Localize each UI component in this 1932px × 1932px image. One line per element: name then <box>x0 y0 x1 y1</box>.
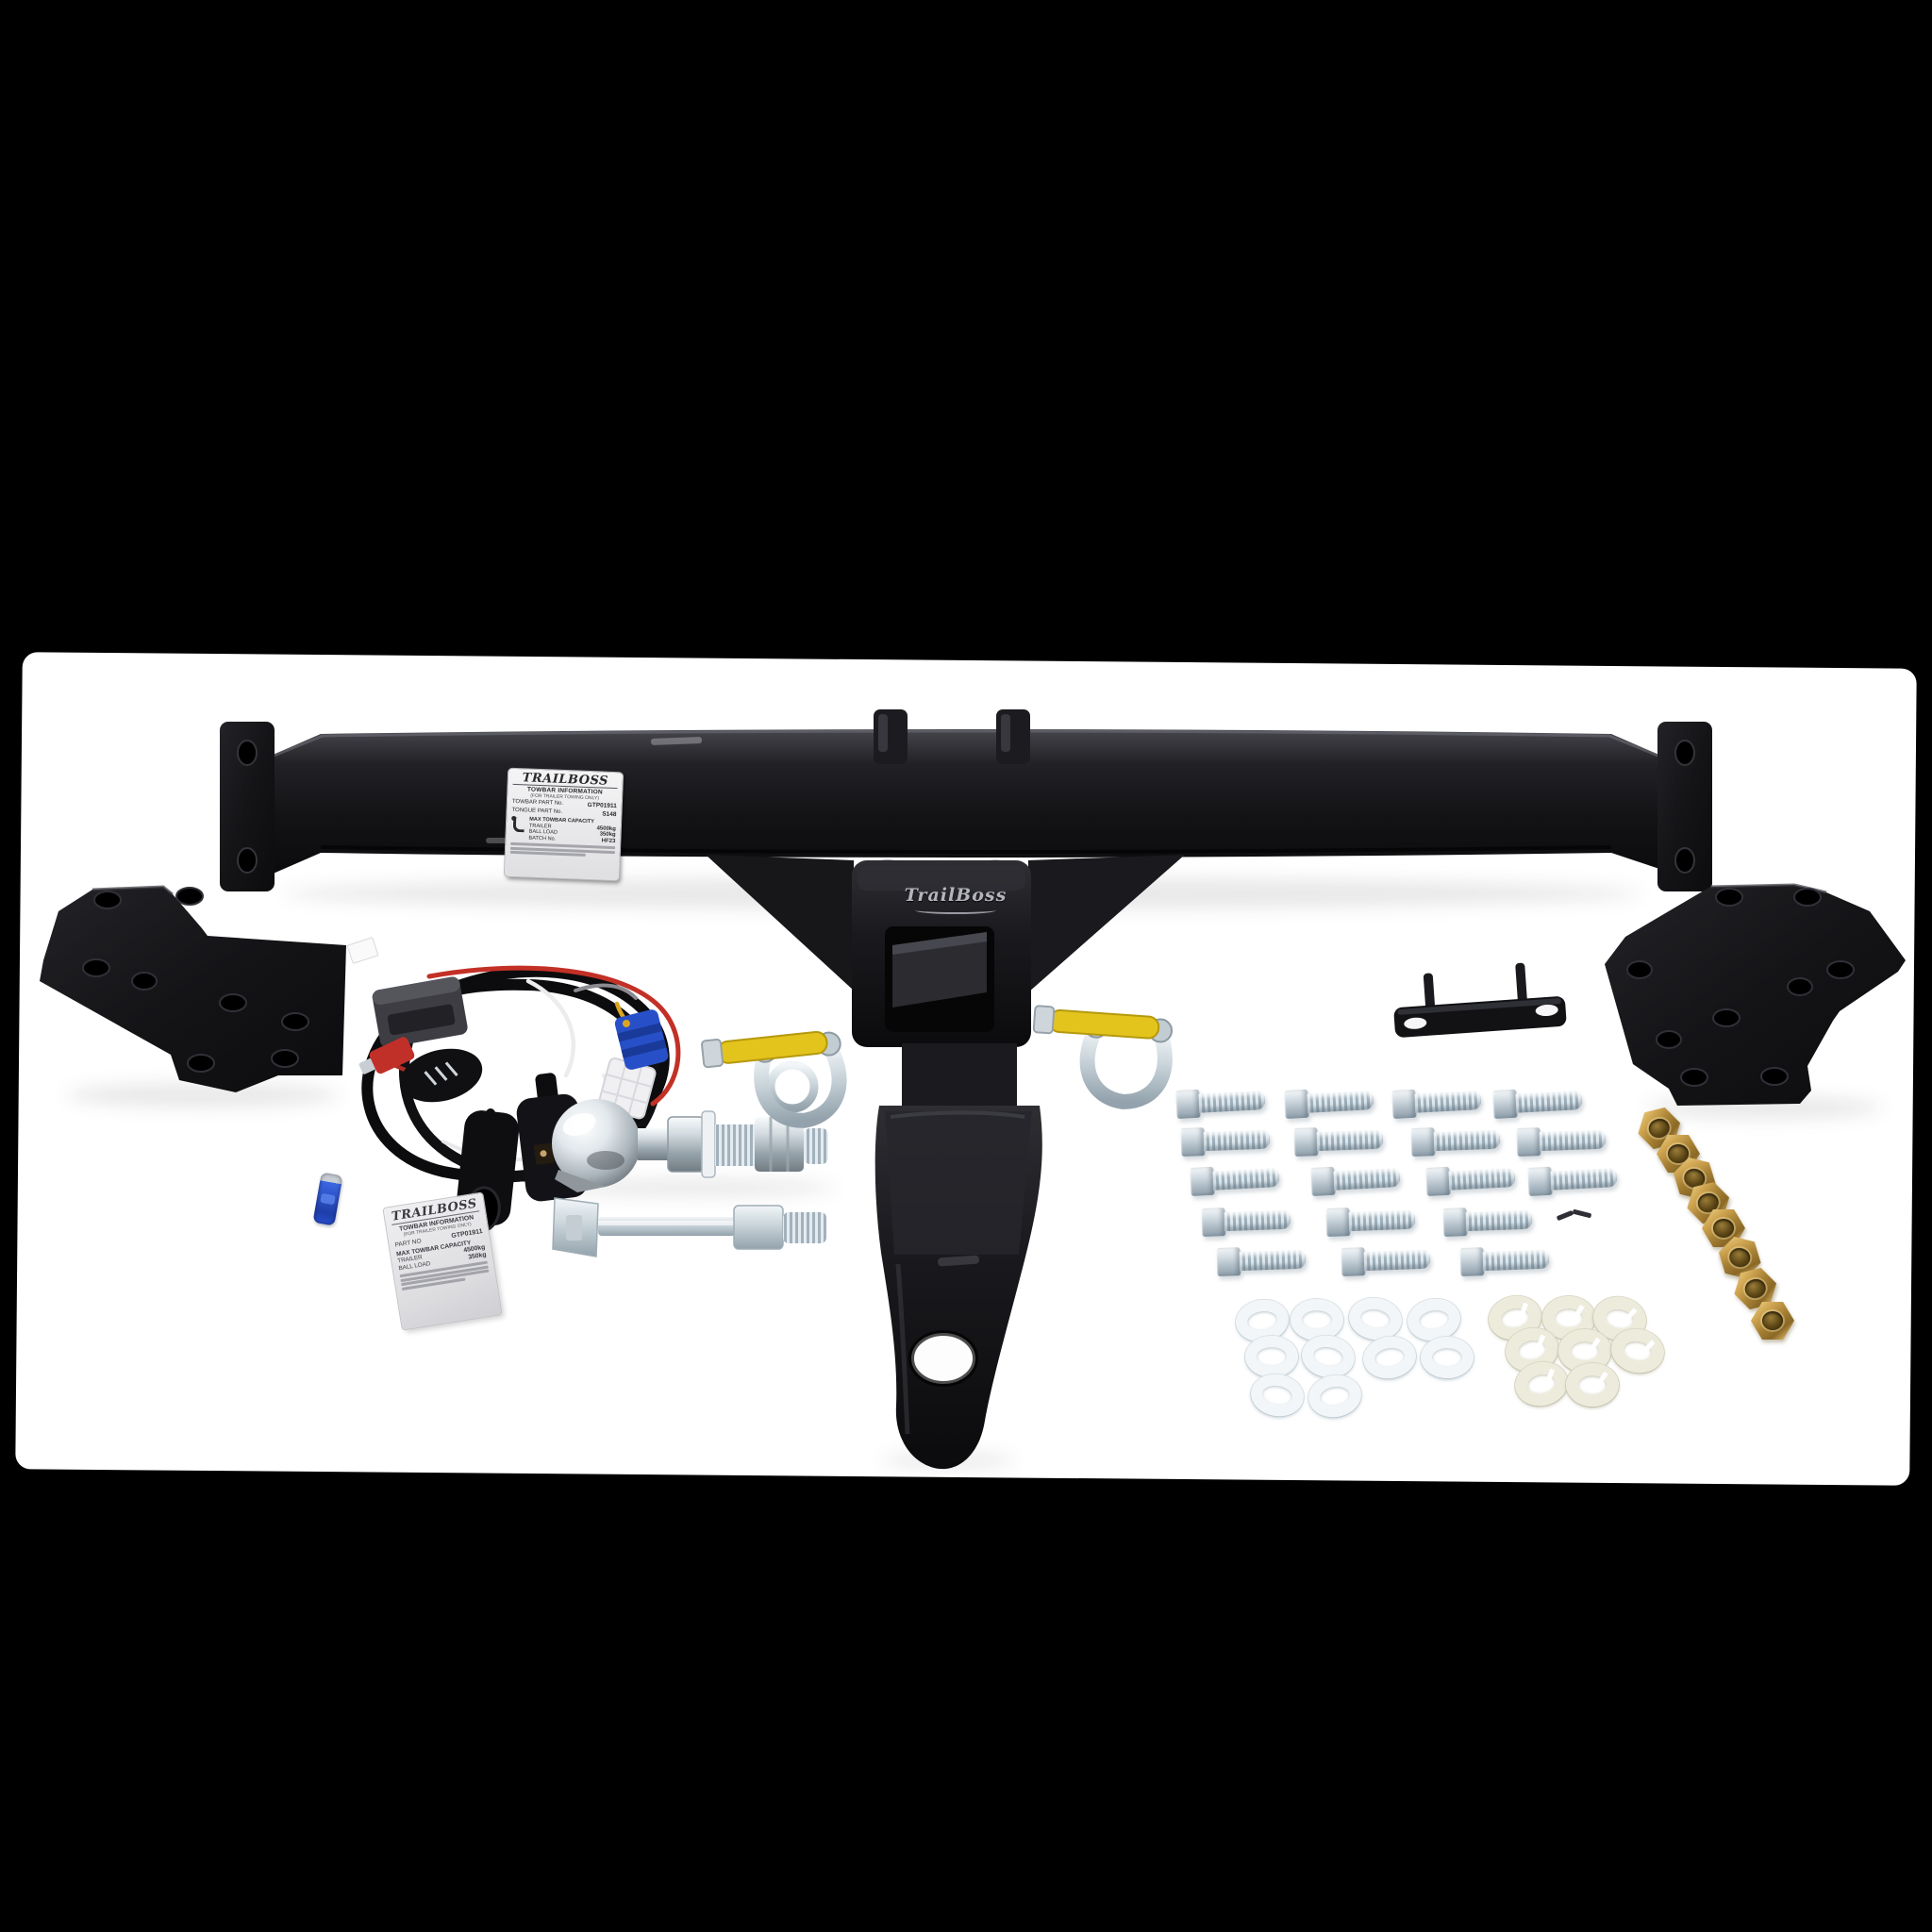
crossbar-end-plate-left <box>220 722 275 891</box>
crossbar-end-plate-right <box>1657 722 1712 891</box>
d-shackle-right <box>1032 1005 1174 1109</box>
hex-bolt <box>1492 1086 1586 1119</box>
hex-bolt <box>1190 1163 1283 1196</box>
hex-bolt <box>1293 1125 1387 1157</box>
label-fine-print <box>509 841 616 858</box>
hex-bolt <box>1391 1086 1485 1119</box>
hex-bolt <box>1216 1245 1309 1276</box>
tow-ball-hole <box>911 1333 975 1384</box>
hex-bolt <box>1325 1206 1419 1237</box>
red-spade-terminal <box>358 1037 415 1074</box>
flat-washer <box>1247 1370 1307 1421</box>
flat-washer <box>1291 1299 1343 1341</box>
flat-washer <box>1245 1336 1298 1377</box>
hex-bolt <box>1410 1125 1504 1157</box>
left-bracket-shadow <box>66 1083 340 1108</box>
flat-washer <box>1359 1332 1420 1383</box>
stud-plate-bracket <box>1393 962 1567 1038</box>
hex-bolt <box>1442 1206 1536 1237</box>
red-wire <box>426 965 681 1107</box>
ball-shadow <box>552 1179 835 1196</box>
hex-bolt <box>1341 1245 1434 1276</box>
towbar-info-label: TRAILBOSS TOWBAR INFORMATION (FOR TRAILE… <box>504 768 624 881</box>
hex-bolt <box>1284 1086 1377 1119</box>
mounting-bracket-right <box>1605 883 1906 1106</box>
hex-bolt <box>1459 1245 1553 1276</box>
small-wire-clip <box>1556 1206 1594 1224</box>
flange-nut <box>1657 1135 1700 1174</box>
harness-relay-module <box>372 976 468 1048</box>
receiver-embossed-brand: TrailBoss <box>889 885 1023 914</box>
hex-bolt <box>1175 1086 1269 1119</box>
mounting-bracket-left <box>40 885 346 1092</box>
flat-washer <box>1421 1337 1474 1378</box>
hex-bolt <box>1516 1125 1609 1157</box>
flange-nut <box>1751 1302 1794 1341</box>
spring-washer <box>1566 1363 1619 1407</box>
ball-hex-nut <box>755 1117 804 1172</box>
hex-bolt <box>1180 1125 1274 1157</box>
tow-ball-assembly <box>552 1060 828 1192</box>
white-wire <box>525 978 576 1078</box>
harness-connector-black <box>400 1048 483 1103</box>
hex-bolt <box>1201 1206 1294 1237</box>
blue-connector <box>614 1009 669 1070</box>
brand-swoosh <box>915 907 996 914</box>
hex-bolt <box>1310 1163 1404 1196</box>
d-shackle-left <box>701 1030 847 1128</box>
hex-bolt <box>1425 1163 1519 1196</box>
towbar-profile-icon <box>511 816 527 836</box>
paper-swing-tag: TRAILBOSS TOWBAR INFORMATION (FOR TRAILE… <box>383 1192 502 1330</box>
chrome-washer <box>766 1060 819 1113</box>
ball-fixing-bolt <box>552 1197 826 1257</box>
hex-bolt <box>1527 1163 1621 1196</box>
flat-washer <box>1305 1371 1365 1422</box>
hitch-tongue <box>874 1043 1042 1470</box>
